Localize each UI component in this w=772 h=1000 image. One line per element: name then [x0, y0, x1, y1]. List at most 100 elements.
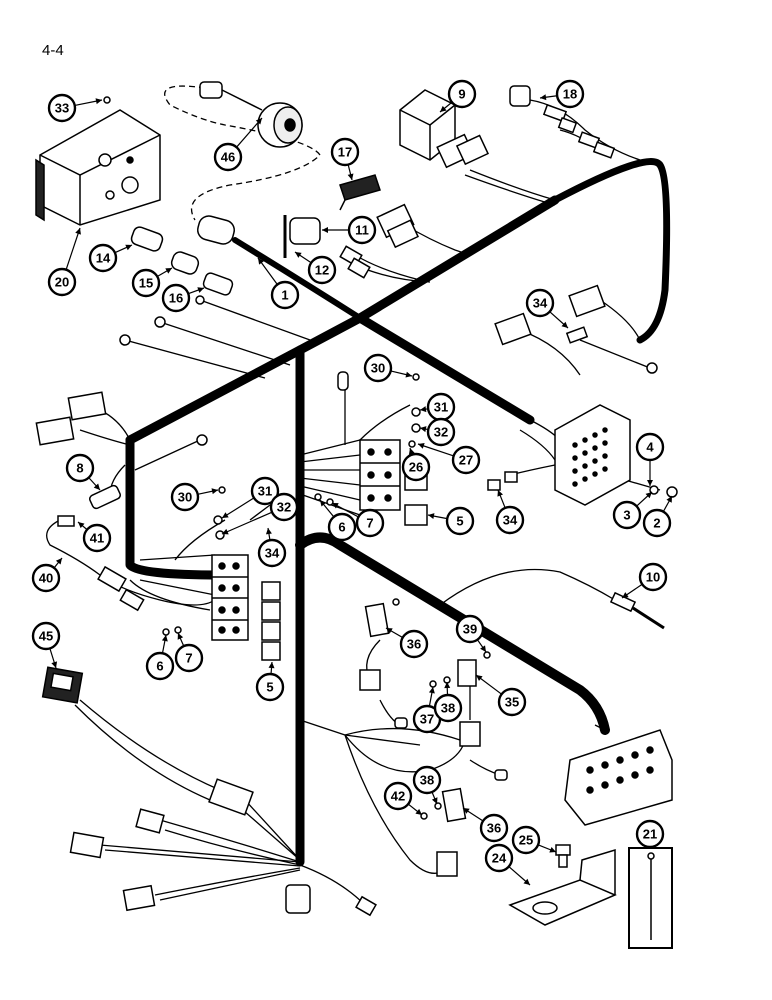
callout-arrowhead: [480, 645, 486, 652]
callout-number: 30: [371, 361, 385, 376]
callout-arrowhead: [444, 682, 451, 689]
callout-arrowhead: [386, 628, 393, 634]
callout-bubble: [307, 255, 337, 285]
callout-number: 34: [265, 546, 280, 561]
callout-number: 6: [338, 520, 345, 535]
callout-arrowhead: [165, 268, 172, 274]
callout-bubble: [255, 672, 285, 702]
callout-arrowhead: [666, 496, 672, 503]
callout-bubble: [401, 452, 431, 482]
callout-arrowhead: [431, 797, 438, 804]
callout-arrowhead: [523, 878, 530, 885]
callout-arrowhead: [177, 633, 184, 640]
callout-bubble: [327, 512, 357, 542]
callout-number: 11: [355, 223, 369, 238]
callout-bubble: [65, 453, 95, 483]
switch-36-lower: [436, 787, 467, 877]
callout-4: 4: [635, 432, 665, 486]
left-connectors: [35, 391, 208, 446]
small-hardware: [103, 96, 491, 820]
connector-14: [130, 226, 164, 252]
callout-17: 17: [330, 137, 360, 181]
callout-arrowhead: [463, 808, 470, 814]
callout-24: 24: [484, 843, 531, 886]
connectors-upper-right: [494, 284, 658, 374]
callout-bubble: [269, 492, 299, 522]
callout-leader-line: [236, 117, 263, 148]
connector-16: [202, 272, 234, 296]
callout-number: 33: [55, 101, 69, 116]
callout-14: 14: [88, 243, 133, 273]
callout-arrowhead: [549, 846, 556, 853]
callout-number: 15: [139, 276, 153, 291]
callout-number: 25: [519, 833, 533, 848]
callout-number: 24: [492, 851, 507, 866]
callout-30-lower: 30: [170, 482, 219, 512]
callout-10: 10: [621, 562, 668, 599]
callout-number: 21: [643, 827, 657, 842]
ground-terminals-left: [119, 295, 205, 346]
callout-37: 37: [412, 686, 442, 734]
callout-arrowhead: [258, 258, 264, 265]
callout-arrowhead: [408, 448, 415, 455]
callout-bubble: [131, 268, 161, 298]
callout-number: 2: [653, 516, 660, 531]
callout-31-upper: 31: [419, 392, 456, 422]
sending-unit-gauge: [199, 81, 303, 148]
callout-number: 3: [623, 508, 630, 523]
callout-33: 33: [47, 93, 103, 123]
callout-number: 39: [463, 622, 477, 637]
callout-bubble: [638, 562, 668, 592]
callout-arrowhead: [161, 635, 168, 642]
callout-21: 21: [635, 819, 665, 849]
switch-36-upper: [359, 602, 390, 691]
callout-38-upper: 38: [433, 681, 463, 723]
sensor-8: [89, 484, 121, 510]
callout-5-lower: 5: [255, 661, 285, 702]
callout-arrowhead: [268, 662, 275, 669]
ignition-connectors: [339, 203, 420, 279]
callout-46: 46: [213, 117, 263, 172]
callout-38-lower: 38: [412, 765, 442, 805]
callout-34-lower: 34: [257, 527, 287, 568]
callout-arrowhead: [347, 173, 354, 180]
instrument-cluster: [35, 109, 161, 226]
callout-arrowhead: [420, 426, 427, 433]
callout-42: 42: [383, 781, 423, 816]
callout-number: 38: [441, 701, 455, 716]
callout-6-upper: 6: [319, 499, 357, 542]
callout-leader-line: [221, 497, 255, 519]
callout-bubble: [47, 267, 77, 297]
callout-arrowhead: [561, 321, 568, 328]
callout-number: 36: [407, 637, 421, 652]
callout-31-lower: 31: [221, 476, 280, 519]
callout-bubble: [497, 687, 527, 717]
callout-bubble: [270, 280, 300, 310]
callout-arrowhead: [420, 406, 427, 413]
callout-number: 18: [563, 87, 577, 102]
callout-bubble: [250, 476, 280, 506]
terminal-34-small: [487, 471, 518, 491]
callout-number: 40: [39, 571, 53, 586]
callout-15: 15: [131, 267, 173, 298]
callout-number: 5: [456, 514, 463, 529]
callout-number: 31: [258, 484, 272, 499]
flasher-17: [339, 174, 381, 211]
callout-bubble: [355, 508, 385, 538]
callout-arrowhead: [497, 490, 504, 497]
callout-25: 25: [511, 825, 557, 855]
callout-34-mid: 34: [495, 489, 525, 535]
callout-bubble: [455, 614, 485, 644]
callout-bubble: [145, 651, 175, 681]
callout-bubble: [170, 482, 200, 512]
callout-number: 26: [409, 460, 423, 475]
callout-number: 31: [434, 400, 448, 415]
ignition-switch: [283, 215, 321, 258]
callout-number: 27: [459, 453, 473, 468]
callout-27: 27: [417, 443, 481, 475]
callout-8: 8: [65, 453, 101, 491]
callout-bubble: [451, 445, 481, 475]
callout-number: 16: [169, 291, 183, 306]
callout-arrowhead: [93, 483, 100, 490]
callout-number: 7: [185, 651, 192, 666]
